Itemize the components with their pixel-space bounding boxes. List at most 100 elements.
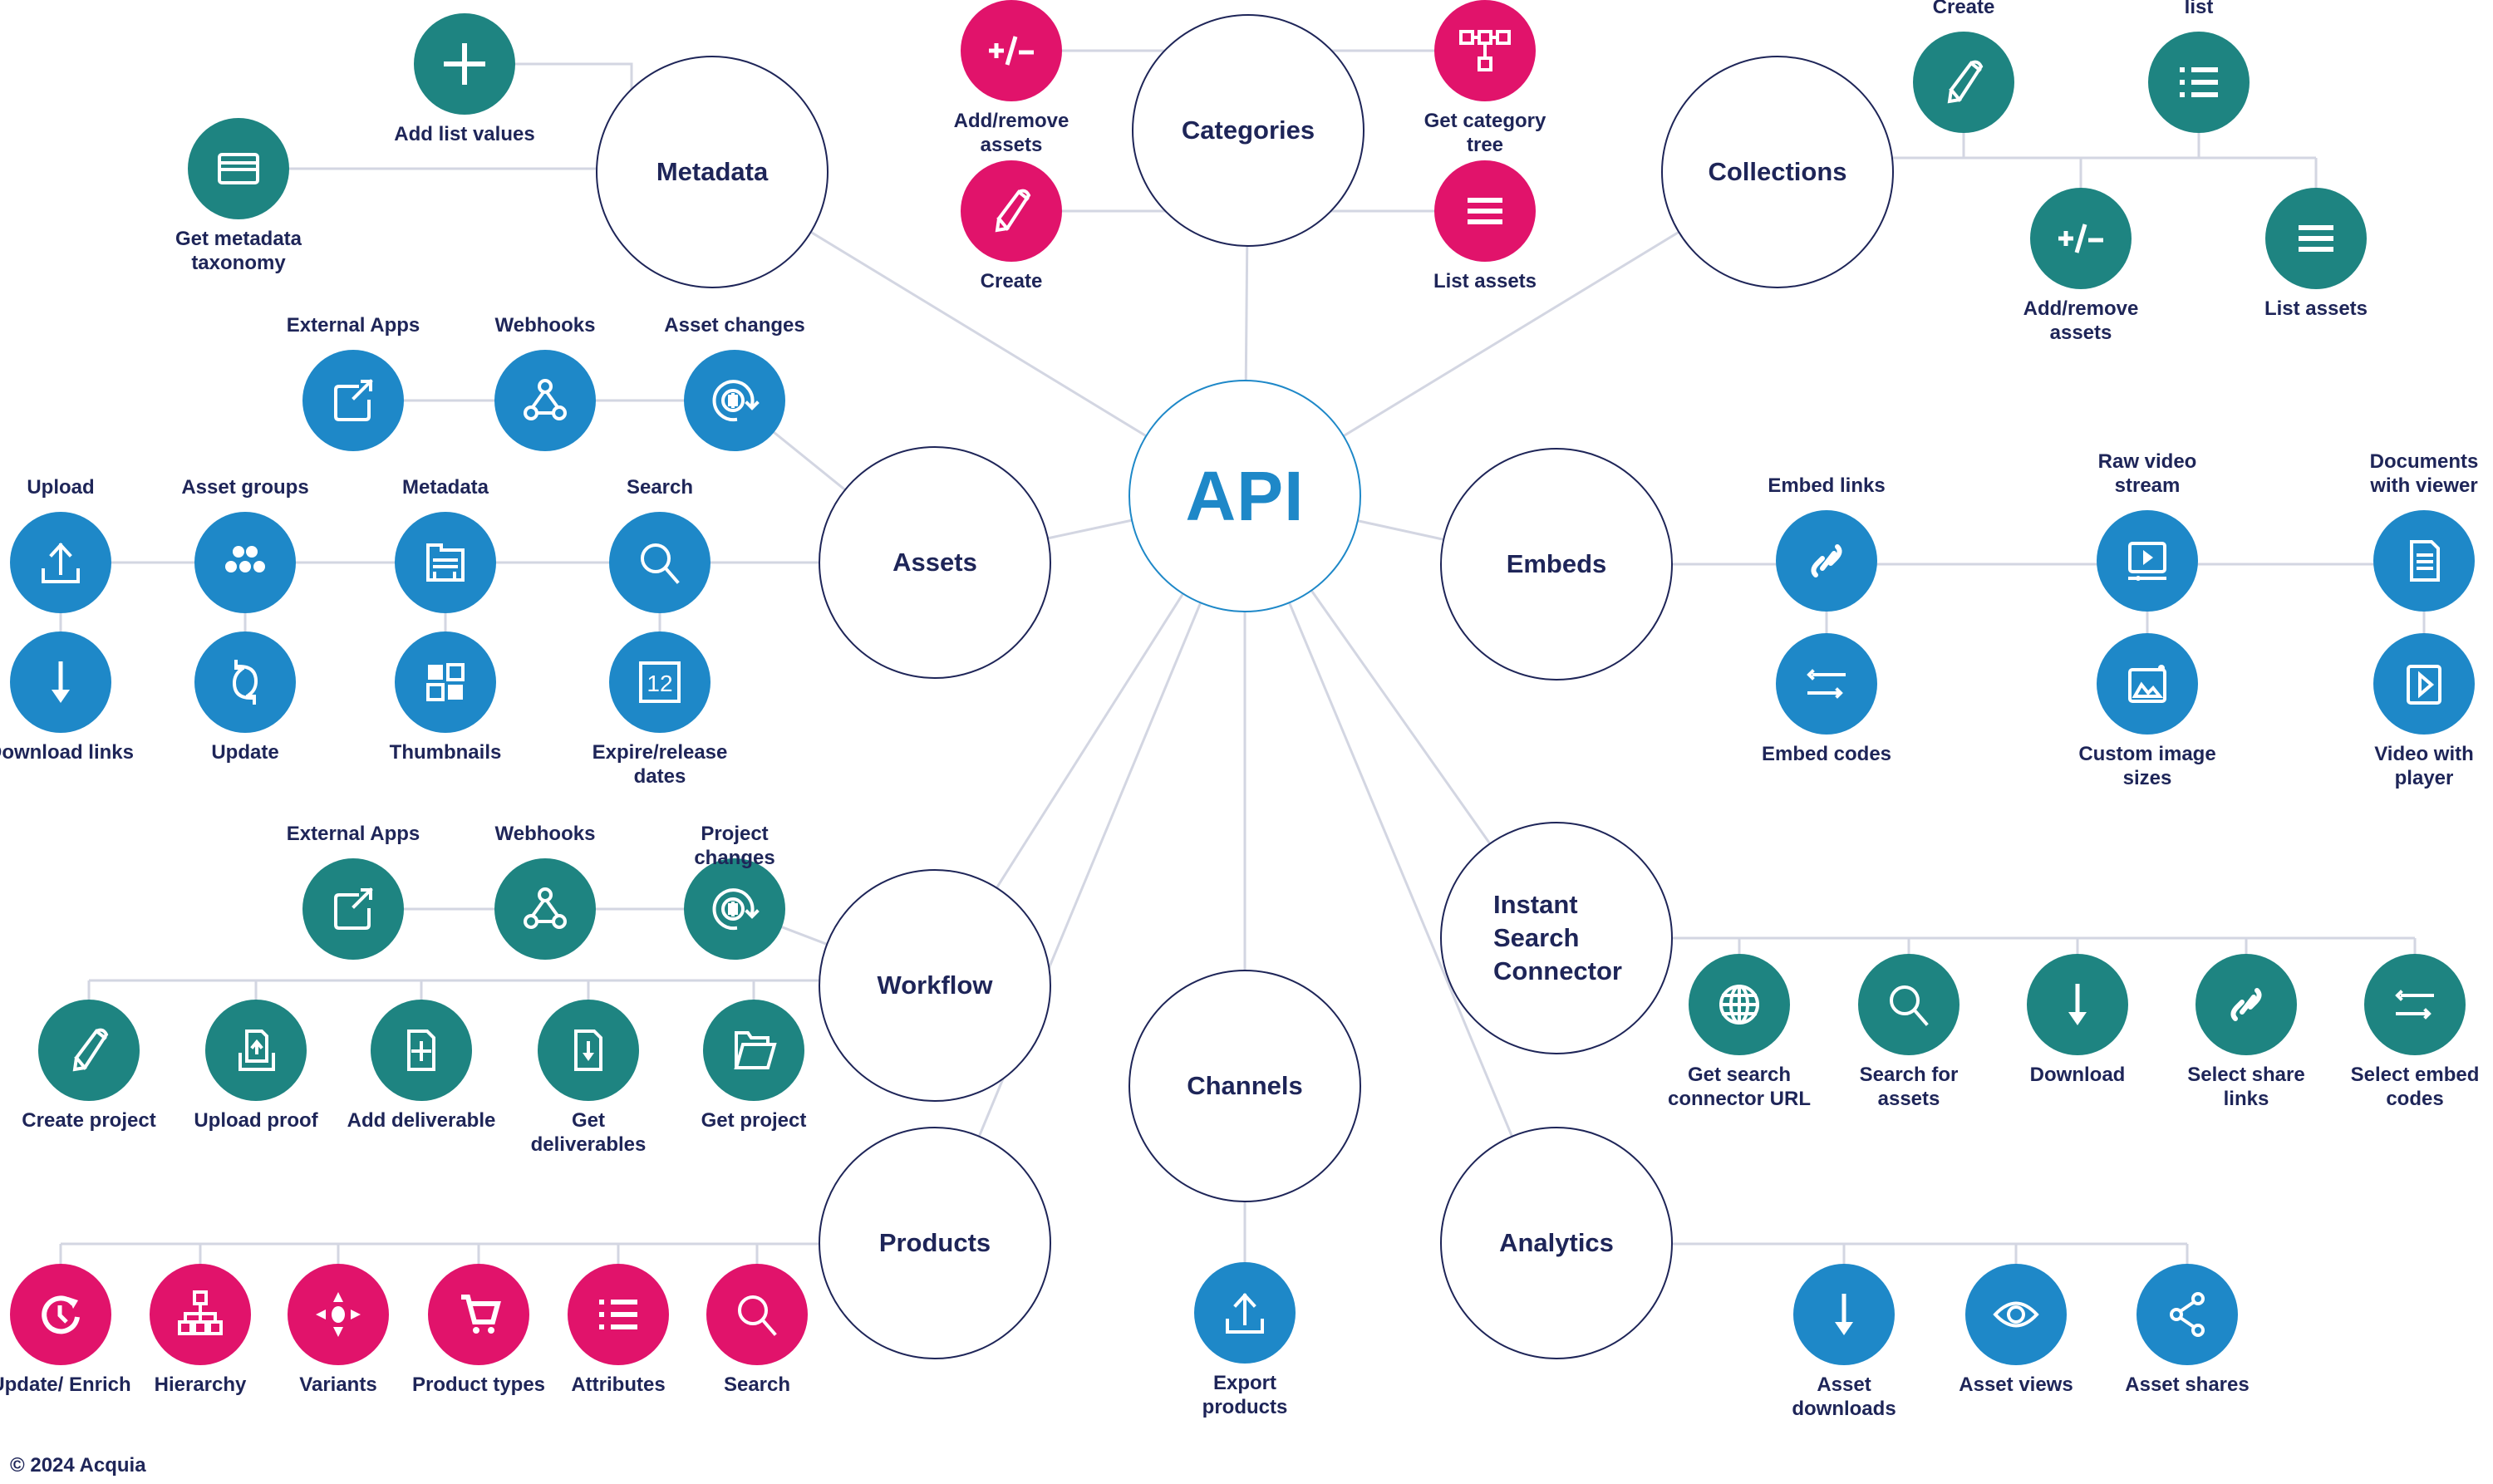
- hub-workflow[interactable]: Workflow: [819, 869, 1051, 1102]
- endpoint-label: Webhooks: [494, 314, 596, 337]
- hub-categories[interactable]: Categories: [1132, 14, 1365, 247]
- analytics-endpoint[interactable]: [1965, 1264, 2067, 1365]
- workflow-endpoint[interactable]: [302, 858, 404, 960]
- pencil-icon: [1947, 60, 1984, 104]
- hub-metadata[interactable]: Metadata: [596, 56, 829, 288]
- workflow-endpoint[interactable]: [205, 1000, 307, 1101]
- endpoint-label: Embed codes: [1761, 743, 1892, 765]
- workflow-endpoint[interactable]: [38, 1000, 140, 1101]
- products-endpoint[interactable]: [288, 1264, 389, 1365]
- workflow-endpoint[interactable]: [494, 858, 596, 960]
- embeds-endpoint[interactable]: [2097, 633, 2198, 735]
- endpoint-label: Add deliverable: [347, 1109, 496, 1132]
- instant-search-endpoint[interactable]: [2027, 954, 2128, 1055]
- endpoint-label: Product types: [411, 1373, 546, 1396]
- workflow-endpoint[interactable]: [703, 1000, 804, 1101]
- assets-endpoint[interactable]: [395, 512, 496, 613]
- plus-icon: [444, 43, 485, 85]
- assets-endpoint[interactable]: [194, 512, 296, 613]
- categories-endpoint[interactable]: [1434, 160, 1536, 262]
- video-stream-icon: [2128, 542, 2166, 581]
- bullet-list-icon: [2180, 67, 2218, 97]
- collections-endpoint[interactable]: [1913, 32, 2014, 133]
- endpoint-label: Get deliverables: [530, 1109, 647, 1156]
- channels-endpoint[interactable]: [1194, 1262, 1296, 1364]
- instant-search-endpoint[interactable]: [1689, 954, 1790, 1055]
- endpoint-label: Asset downloads: [1792, 1373, 1896, 1420]
- endpoint-label: Create: [980, 270, 1043, 292]
- endpoint-label: Get collection list: [2184, 0, 2214, 18]
- search-icon: [641, 543, 680, 584]
- card-icon: [218, 153, 259, 184]
- collections-endpoint[interactable]: [2148, 32, 2250, 133]
- link-icon: [1811, 544, 1842, 577]
- spoke-analytics: [1243, 495, 1558, 1244]
- endpoint-label: External Apps: [286, 314, 420, 337]
- instant-search-endpoint[interactable]: [2196, 954, 2297, 1055]
- instant-search-endpoint[interactable]: [2364, 954, 2466, 1055]
- hub-collections[interactable]: Collections: [1661, 56, 1894, 288]
- workflow-endpoint[interactable]: [371, 1000, 472, 1101]
- products-endpoint[interactable]: [150, 1264, 251, 1365]
- endpoint-label: Search for assets: [1859, 1064, 1959, 1110]
- endpoint-label: Get project: [701, 1109, 807, 1132]
- assets-endpoint[interactable]: [194, 631, 296, 733]
- document-icon: [2410, 540, 2440, 582]
- collections-endpoint[interactable]: [2030, 188, 2132, 289]
- products-endpoint[interactable]: [568, 1264, 669, 1365]
- hub-instant-search[interactable]: Instant Search Connector: [1440, 822, 1673, 1054]
- workflow-endpoint[interactable]: [538, 1000, 639, 1101]
- download-file-icon: [574, 1029, 602, 1071]
- hub-products[interactable]: Products: [819, 1127, 1051, 1359]
- svg-text:12: 12: [647, 671, 672, 696]
- embeds-endpoint[interactable]: [2097, 510, 2198, 612]
- hub-label: Analytics: [1499, 1228, 1614, 1257]
- hub-channels[interactable]: Channels: [1128, 970, 1361, 1202]
- endpoint-label: Asset views: [1959, 1373, 2073, 1396]
- spoke-products: [933, 495, 1246, 1244]
- hub-label: Workflow: [877, 970, 993, 1000]
- metadata-endpoint[interactable]: [414, 13, 515, 115]
- workflow-endpoint[interactable]: [684, 858, 785, 960]
- endpoint-label: Download links: [0, 741, 134, 764]
- assets-endpoint[interactable]: [684, 350, 785, 451]
- endpoint-label: List assets: [1433, 270, 1537, 292]
- categories-endpoint[interactable]: [1434, 0, 1536, 101]
- hub-analytics[interactable]: Analytics: [1440, 1127, 1673, 1359]
- hub-embeds[interactable]: Embeds: [1440, 448, 1673, 681]
- products-endpoint[interactable]: [706, 1264, 808, 1365]
- endpoint-label: Get metadata taxonomy: [175, 228, 302, 274]
- hub-api[interactable]: API: [1128, 380, 1361, 612]
- hub-label: Products: [878, 1228, 991, 1257]
- assets-endpoint[interactable]: [494, 350, 596, 451]
- assets-endpoint[interactable]: [10, 631, 111, 733]
- assets-endpoint[interactable]: [302, 350, 404, 451]
- hub-label: Embeds: [1506, 549, 1607, 578]
- changes-icon: [712, 380, 760, 422]
- analytics-endpoint[interactable]: [2137, 1264, 2238, 1365]
- categories-endpoint[interactable]: [961, 0, 1062, 101]
- embeds-endpoint[interactable]: [1776, 510, 1877, 612]
- metadata-endpoint[interactable]: [188, 118, 289, 219]
- assets-endpoint[interactable]: [609, 512, 711, 613]
- categories-endpoint[interactable]: [961, 160, 1062, 262]
- embeds-endpoint[interactable]: [2373, 510, 2475, 612]
- products-endpoint[interactable]: [428, 1264, 529, 1365]
- assets-endpoint[interactable]: 12: [609, 631, 711, 733]
- embeds-endpoint[interactable]: [1776, 633, 1877, 735]
- endpoint-label: Hierarchy: [154, 1373, 247, 1396]
- download-icon: [2068, 984, 2087, 1025]
- hub-assets[interactable]: Assets: [819, 446, 1051, 679]
- assets-endpoint[interactable]: [10, 512, 111, 613]
- instant-search-endpoint[interactable]: [1858, 954, 1959, 1055]
- copyright: © 2024 Acquia: [10, 1454, 146, 1477]
- endpoint-label: Update: [211, 741, 279, 764]
- products-endpoint[interactable]: [10, 1264, 111, 1365]
- collections-endpoint[interactable]: [2265, 188, 2367, 289]
- assets-endpoint[interactable]: [395, 631, 496, 733]
- analytics-endpoint[interactable]: [1793, 1264, 1895, 1365]
- download-icon: [52, 661, 70, 703]
- cart-icon: [461, 1295, 501, 1334]
- endpoint-label: Documents with viewer: [2369, 450, 2479, 497]
- embeds-endpoint[interactable]: [2373, 633, 2475, 735]
